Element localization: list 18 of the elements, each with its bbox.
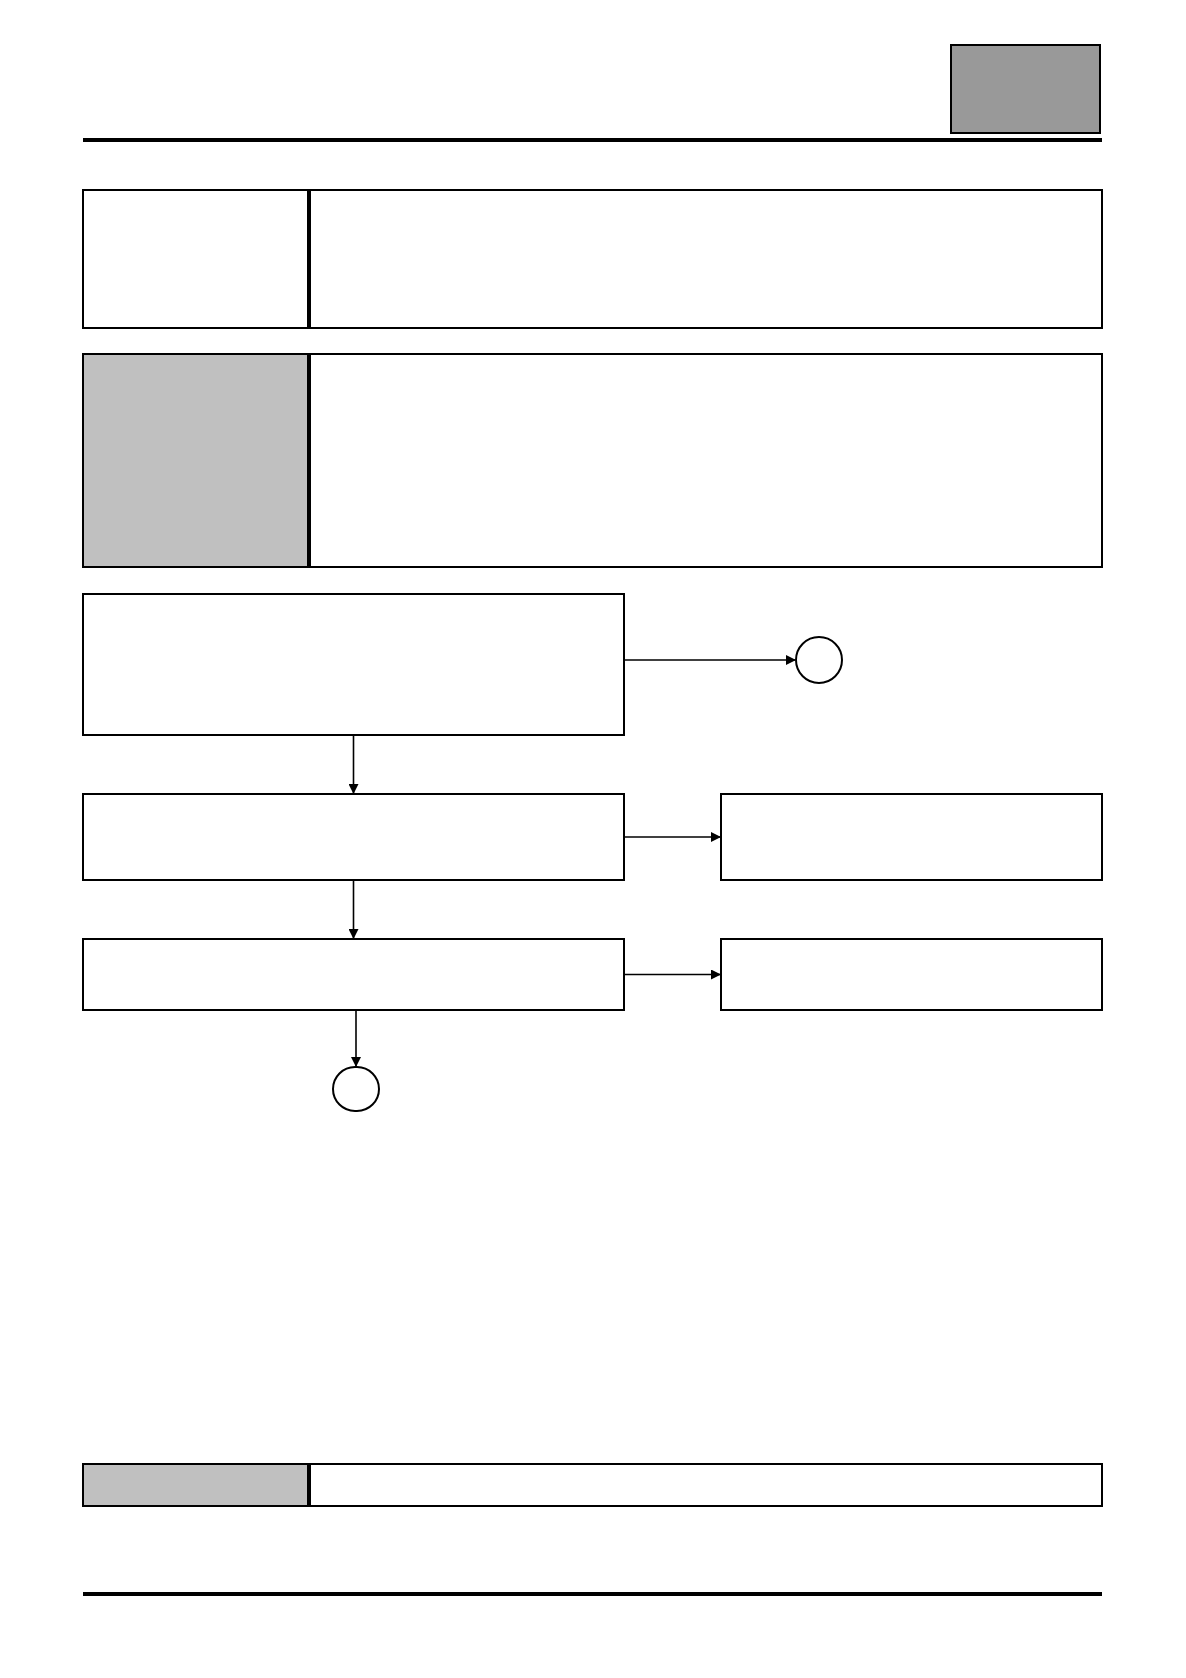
arrow	[624, 655, 796, 665]
process-box	[309, 353, 1103, 568]
arrow	[624, 969, 721, 980]
process-box	[82, 353, 309, 568]
arrow	[348, 735, 359, 794]
header-tab	[950, 44, 1101, 134]
process-box	[82, 938, 625, 1011]
process-box	[309, 1463, 1103, 1507]
process-box	[720, 793, 1103, 881]
process-box	[82, 793, 625, 881]
process-box	[82, 189, 309, 329]
process-box	[82, 593, 625, 736]
arrow	[351, 1010, 361, 1067]
process-box	[82, 1463, 309, 1507]
process-box	[309, 189, 1103, 329]
arrow	[348, 880, 359, 939]
process-box	[720, 938, 1103, 1011]
arrow	[624, 832, 721, 842]
